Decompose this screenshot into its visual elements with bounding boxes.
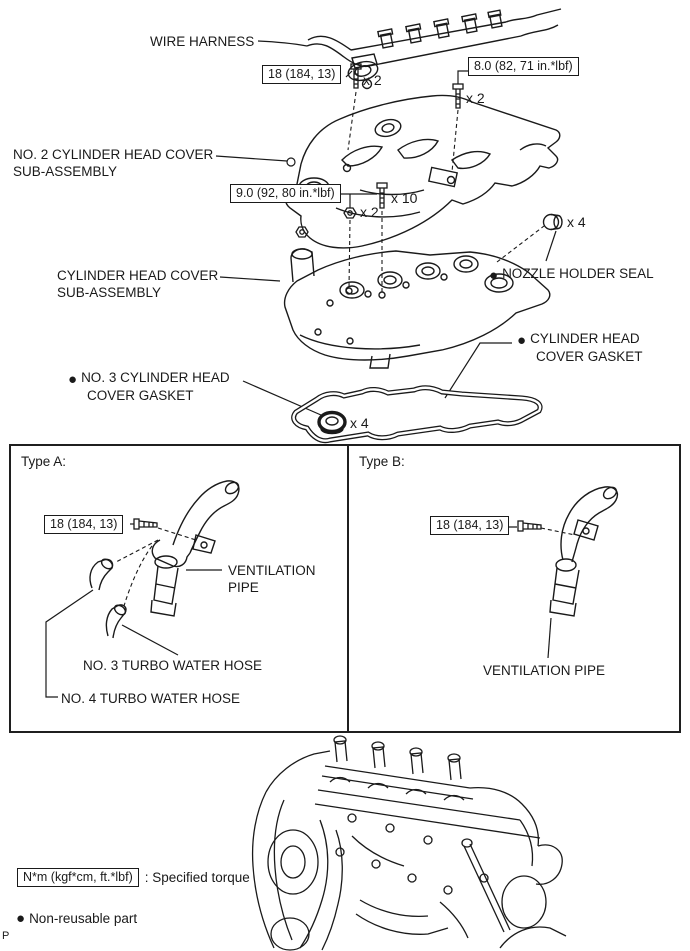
non-reusable-dot-icon: ● [68,370,78,388]
torque-callout-9: 9.0 (92, 80 in.*lbf) [230,184,341,203]
head-cover-nut-count: x 2 [360,204,379,220]
non-reusable-dot-icon: ● [16,910,26,927]
no2-cover-illustration [284,94,561,249]
engine-illustration [251,735,567,951]
no3-turbo-water-hose-label: NO. 3 TURBO WATER HOSE [83,658,263,673]
non-reusable-legend-text: Non-reusable part [29,911,138,926]
type-a-torque-callout: 18 (184, 13) [44,515,124,534]
nozzle-seal-label-text: NOZZLE HOLDER SEAL [502,266,654,281]
type-a-title: Type A: [21,454,67,469]
head-cover-label-line1: CYLINDER HEAD COVER [57,268,219,283]
gasket-illustration [291,385,543,444]
nozzle-seal-label: ●NOZZLE HOLDER SEAL [489,265,654,283]
wire-harness-label: WIRE HARNESS [150,34,255,49]
page-marker: P [2,930,10,942]
pipe-variants-panel: Type A: Type B: [9,444,681,733]
no2-cover-label: NO. 2 CYLINDER HEAD COVER SUB-ASSEMBLY [13,146,213,181]
type-b-ventilation-pipe-label: VENTILATION PIPE [483,663,606,678]
torque-unit-box: N*m (kgf*cm, ft.*lbf) [17,868,139,887]
wire-harness-illustration [306,8,562,90]
cover-gasket-label-line2: COVER GASKET [536,348,643,364]
type-a-ventilation-line1: VENTILATION [228,563,316,578]
no2-cover-label-line1: NO. 2 CYLINDER HEAD COVER [13,147,214,162]
nozzle-seal-count: x 4 [567,214,586,230]
non-reusable-dot-icon: ● [517,331,527,349]
non-reusable-dot-icon: ● [489,266,499,284]
no3-gasket-seal-icon [317,410,347,435]
no2-cover-bolt-count: x 2 [466,90,485,106]
torque-legend-text: : Specified torque [144,870,250,885]
type-b-pipe-illustration [549,486,619,617]
type-b-title: Type B: [359,454,405,469]
torque-legend: N*m (kgf*cm, ft.*lbf) : Specified torque [17,868,250,887]
no3-gasket-label: ●NO. 3 CYLINDER HEAD COVER GASKET [68,369,230,404]
harness-bolt-count: x 2 [363,72,382,88]
type-b-torque-callout: 18 (184, 13) [430,516,510,535]
cover-gasket-label-line1: CYLINDER HEAD [530,331,640,346]
type-b-panel: Type B: [349,446,679,731]
head-cover-label-line2: SUB-ASSEMBLY [57,285,162,301]
nozzle-seal-icon [542,213,563,231]
type-a-ventilation-line2: PIPE [228,580,259,596]
no2-cover-label-line2: SUB-ASSEMBLY [13,164,118,180]
type-a-hoses-illustration [89,558,127,639]
no4-turbo-water-hose-label: NO. 4 TURBO WATER HOSE [61,691,241,706]
torque-callout-18: 18 (184, 13) [262,65,342,84]
no3-gasket-count: x 4 [350,415,369,431]
torque-callout-8: 8.0 (82, 71 in.*lbf) [468,57,579,76]
head-cover-illustration [283,248,551,369]
head-cover-bolt-count: x 10 [391,190,418,206]
leader-lines [45,40,557,698]
non-reusable-legend: ● Non-reusable part [16,911,137,926]
no3-gasket-label-line2: COVER GASKET [87,387,194,403]
type-a-pipe-illustration [150,480,240,617]
head-cover-label: CYLINDER HEAD COVER SUB-ASSEMBLY [57,267,218,302]
type-a-panel: Type A: [11,446,349,731]
bolt-icons [133,63,542,532]
cover-gasket-label: ●CYLINDER HEAD COVER GASKET [517,330,643,365]
no3-gasket-label-line1: NO. 3 CYLINDER HEAD [81,370,230,385]
type-a-ventilation-pipe-label: VENTILATION PIPE [228,562,316,597]
